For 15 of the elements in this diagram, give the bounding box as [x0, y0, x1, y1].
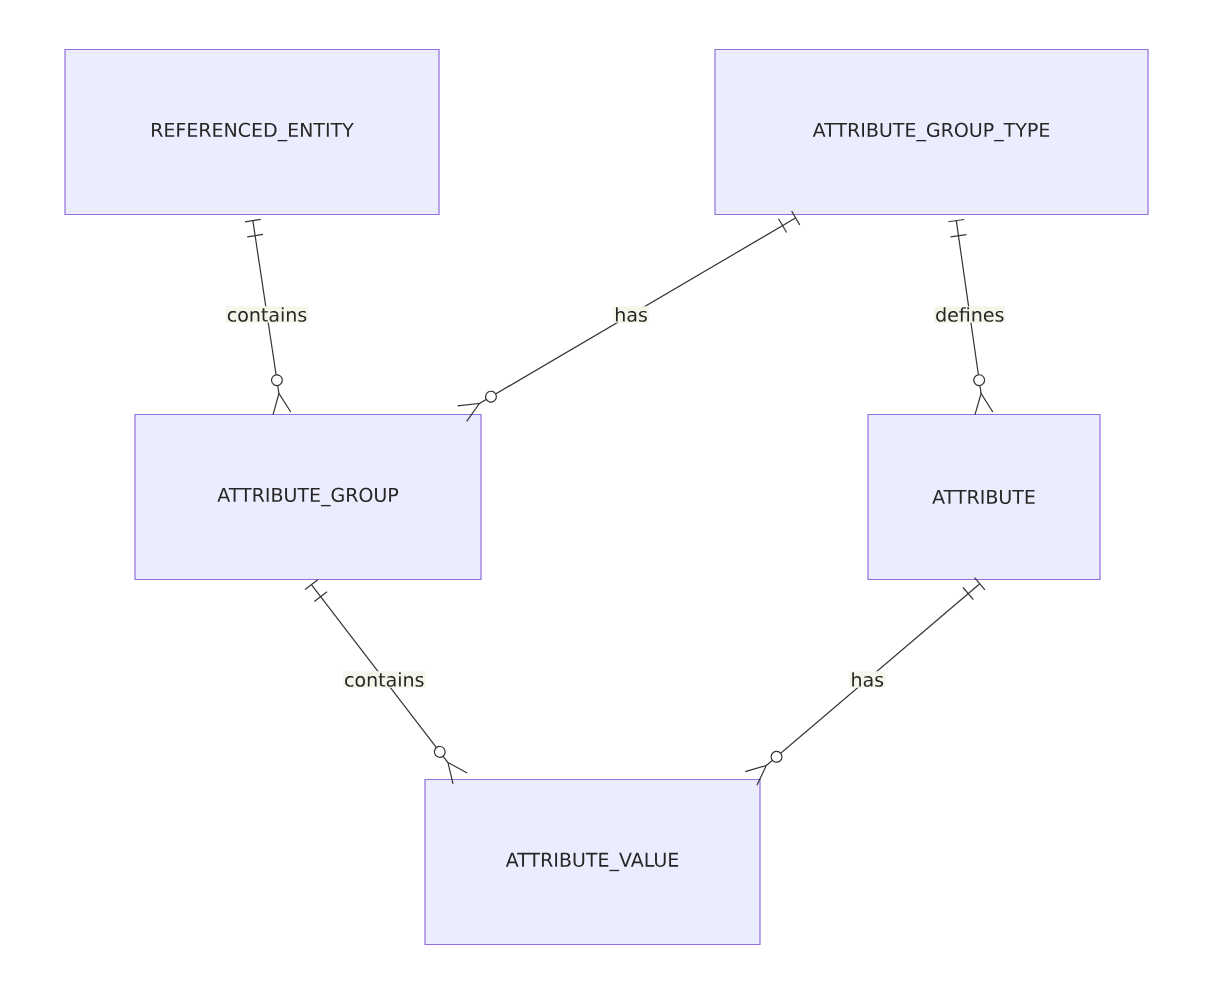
relationship-line: [744, 577, 986, 786]
entity-box: REFERENCED_ENTITY: [64, 48, 440, 216]
relationship-line: [304, 579, 468, 785]
edge-label: contains: [343, 671, 426, 688]
relationship-line: [244, 218, 292, 416]
entity-box: ATTRIBUTE_GROUP_TYPE: [714, 48, 1149, 216]
edge-label: has: [613, 306, 649, 323]
edge-label: defines: [934, 306, 1006, 323]
entity-box: ATTRIBUTE_VALUE: [424, 778, 761, 946]
entity-box: ATTRIBUTE: [867, 413, 1101, 581]
edge-label: has: [849, 671, 886, 688]
entity-box: ATTRIBUTE_GROUP: [134, 413, 482, 581]
relationship-line: [456, 210, 801, 422]
edge-label: contains: [225, 306, 309, 323]
relationship-line: [947, 218, 994, 416]
